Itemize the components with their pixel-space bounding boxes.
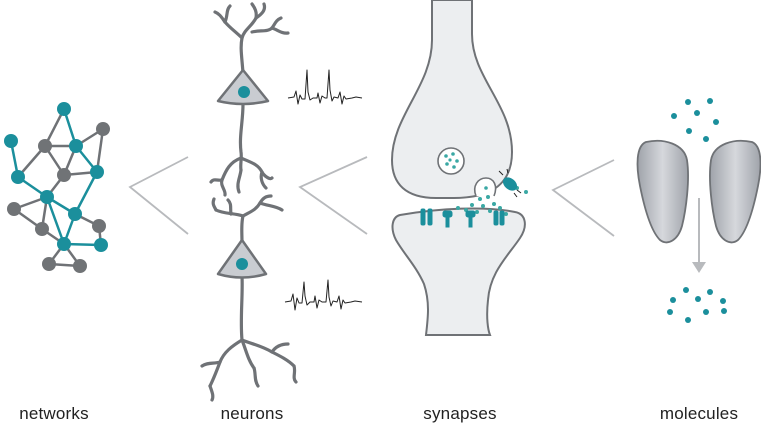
vesicle-neurotransmitters (444, 152, 459, 169)
molecule-dots-bottom (667, 287, 727, 323)
bottom-neuron-axon (200, 274, 298, 402)
receptor (420, 208, 433, 226)
connector-chevron-1 (128, 156, 189, 235)
label-networks: networks (19, 404, 89, 423)
network-node (94, 238, 108, 252)
network-node (35, 222, 49, 236)
neurons-illustration (200, 2, 298, 402)
connector-chevron-2 (298, 156, 368, 235)
ion-flow-arrow (692, 198, 706, 273)
receptor (493, 210, 505, 226)
network-node (73, 259, 87, 273)
spike-train-bottom (284, 279, 363, 311)
network-node (57, 168, 71, 182)
network-node (11, 170, 25, 184)
network-graph (4, 102, 110, 273)
connector-chevron-3 (551, 159, 615, 237)
postsynaptic-spine (391, 207, 526, 336)
network-edges (9, 107, 105, 268)
network-node (38, 139, 52, 153)
channel-subunit-right (709, 139, 761, 244)
network-node (42, 257, 56, 271)
network-node (68, 207, 82, 221)
network-node (57, 102, 71, 116)
label-molecules: molecules (659, 404, 739, 423)
top-neuron-dendrites (213, 2, 290, 75)
transporter-protein (498, 168, 522, 198)
spike-train-top (287, 69, 363, 105)
network-node (90, 165, 104, 179)
network-node (4, 134, 18, 148)
presynaptic-terminal (390, 0, 514, 199)
label-neurons: neurons (220, 404, 284, 423)
network-node (92, 219, 106, 233)
top-neuron-axon (209, 102, 274, 197)
network-node (7, 202, 21, 216)
synapse-illustration (390, 0, 528, 336)
bottom-neuron-dendrites (211, 194, 284, 245)
receptor (442, 210, 453, 228)
network-node (40, 190, 54, 204)
zoom-connectors (128, 156, 615, 237)
top-neuron-nucleus (238, 86, 250, 98)
postsynaptic-receptors (420, 208, 505, 228)
receptor (465, 210, 476, 228)
label-synapses: synapses (423, 404, 497, 423)
network-nodes (4, 102, 110, 273)
network-node (96, 122, 110, 136)
bottom-neuron-nucleus (236, 258, 248, 270)
spike-trains (284, 69, 363, 311)
ion-channel-illustration (636, 98, 761, 323)
channel-subunit-left (636, 139, 689, 244)
network-node (57, 237, 71, 251)
network-node (69, 139, 83, 153)
molecule-dots-top (671, 98, 719, 142)
